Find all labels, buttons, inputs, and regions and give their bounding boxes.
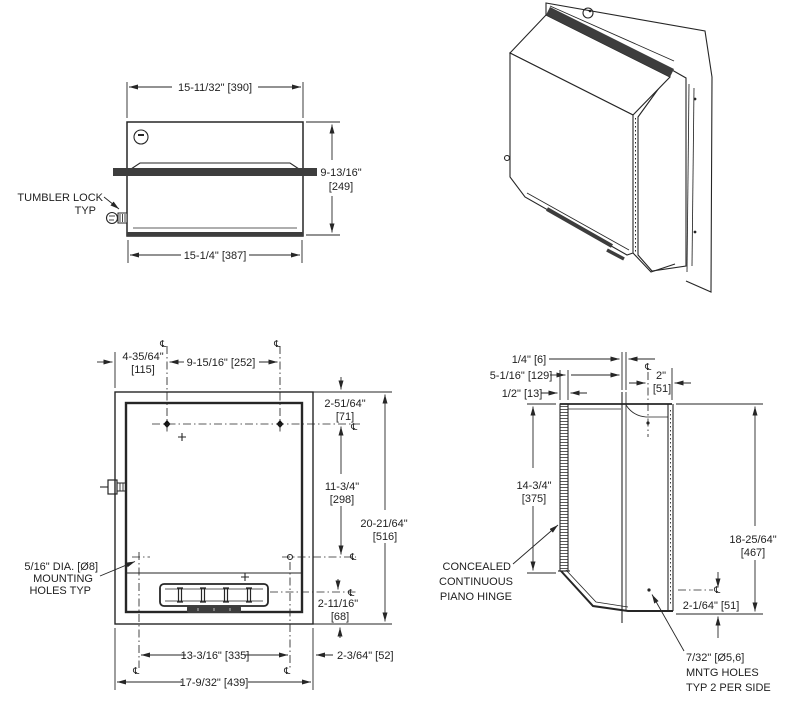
wall-flange [545,2,713,293]
dim-projection: 5-1/16" [129] [490,370,620,400]
side-centerlines: ℄ ℄ [644,362,721,596]
svg-text:[51]: [51] [653,383,671,395]
front-centerlines: ℄ ℄ ℄ ℄ ℄ ℄ ℄ [132,339,360,677]
svg-text:℄: ℄ [350,422,358,433]
dim-hole-vertical: 11-3/4" [298] [325,440,359,555]
dim-width-bottom: 15-1/4" [387] [127,240,303,263]
front-body [100,391,314,625]
svg-text:TYP: TYP [75,205,96,217]
svg-text:℄: ℄ [349,552,357,563]
svg-text:14-3/4": 14-3/4" [516,480,551,492]
svg-text:PIANO HINGE: PIANO HINGE [440,591,512,603]
side-mounting-hole-bottom [647,588,651,592]
dim-door-thickness: 1/2" [13] [502,388,587,400]
svg-text:[298]: [298] [330,494,354,506]
flange-screw-icon [693,97,697,101]
svg-text:2-11/16": 2-11/16" [318,598,358,610]
side-body [558,392,674,623]
door-latch [100,479,127,495]
svg-text:℄: ℄ [273,339,281,350]
svg-text:CONTINUOUS: CONTINUOUS [439,576,513,588]
svg-text:2": 2" [656,370,666,382]
dim-overall-height-side: 18-25/64" [467] [676,403,777,615]
towel-slot [546,207,613,248]
dim-left-offset: 4-35/64" [115] [97,351,164,388]
dim-overall-width: 17-9/32" [439] [114,628,314,690]
svg-text:4-35/64": 4-35/64" [122,351,163,363]
dim-hole-spacing: 9-15/16" [252] [169,357,278,369]
dim-bottom-spacing: 13-3/16" [335] [141,650,288,662]
svg-text:1/2" [13]: 1/2" [13] [502,388,543,400]
dispense-tray [159,583,269,607]
cabinet-box [503,7,687,273]
svg-text:[467]: [467] [741,547,765,559]
dim-door-height: 14-3/4" [375] [516,403,556,574]
svg-text:[516]: [516] [373,531,397,543]
svg-text:℄: ℄ [132,666,140,677]
towel-slot [606,248,625,261]
flange-bar [113,168,317,176]
dim-flange-thickness: 1/4" [6] [512,352,655,390]
svg-text:℄: ℄ [347,588,355,599]
svg-text:2-3/64" [52]: 2-3/64" [52] [337,650,394,662]
svg-text:9-15/16" [252]: 9-15/16" [252] [187,357,256,369]
svg-text:HOLES TYP: HOLES TYP [29,585,91,597]
svg-text:2-1/64" [51]: 2-1/64" [51] [683,600,740,612]
svg-text:2-51/64": 2-51/64" [324,398,365,410]
svg-text:TUMBLER LOCK: TUMBLER LOCK [17,192,103,204]
dim-text: [249] [329,181,353,193]
svg-text:℄: ℄ [713,585,721,596]
dim-text: 9-13/16" [320,167,361,179]
top-view-body [105,121,317,237]
key-icon [105,211,128,225]
svg-text:℄: ℄ [283,666,291,677]
dim-right-offset: 2-3/64" [52] [316,650,394,662]
dim-width-top: 15-11/32" [390] [126,82,304,118]
side-section-view: ℄ ℄ 1/4" [6] 5-1/16" [129] 1/2" [13] 2" [439,352,777,694]
svg-text:[375]: [375] [522,493,546,505]
dim-overall-height: 20-21/64" [516] [360,394,408,622]
flange-screw-icon [693,230,697,234]
dim-depth: 9-13/16" [249] [306,121,362,236]
svg-text:CONCEALED: CONCEALED [443,561,512,573]
dim-tray-offset: 2-11/16" [68] [313,579,392,638]
svg-text:[68]: [68] [331,611,349,623]
svg-text:℄: ℄ [159,339,167,350]
dim-text: 15-11/32" [390] [178,82,252,94]
mounting-holes-label: 5/16" DIA. [Ø8] MOUNTING HOLES TYP [24,561,136,597]
lock-cylinder-icon [582,7,594,19]
center-mark [241,573,249,581]
svg-text:20-21/64": 20-21/64" [360,518,407,530]
piano-hinge-strip [559,403,569,572]
isometric-view [503,2,713,293]
top-view: 15-11/32" [390] 9-13/16" [249] 15-1/4" [… [17,82,362,263]
svg-text:℄: ℄ [644,362,652,373]
svg-text:7/32" [Ø5,6]: 7/32" [Ø5,6] [686,652,744,664]
svg-text:1/4" [6]: 1/4" [6] [512,354,546,366]
piano-hinge-label: CONCEALED CONTINUOUS PIANO HINGE [439,524,559,603]
svg-text:MOUNTING: MOUNTING [33,573,93,585]
svg-text:[115]: [115] [131,364,155,376]
mntg-holes-label: 7/32" [Ø5,6] MNTG HOLES TYP 2 PER SIDE [651,594,771,694]
svg-text:18-25/64": 18-25/64" [729,534,776,546]
svg-text:[71]: [71] [336,411,354,423]
svg-text:5/16" DIA. [Ø8]: 5/16" DIA. [Ø8] [24,561,98,573]
tumbler-lock-label: TUMBLER LOCK TYP [17,192,120,217]
tray-slots [177,587,252,603]
svg-text:13-3/16" [335]: 13-3/16" [335] [181,650,250,662]
dim-text: 15-1/4" [387] [184,250,247,262]
dim-top-offset: 2-51/64" [71] [313,377,392,440]
svg-text:17-9/32" [439]: 17-9/32" [439] [180,677,249,689]
svg-text:TYP 2 PER SIDE: TYP 2 PER SIDE [686,682,771,694]
svg-text:11-3/4": 11-3/4" [325,481,359,493]
svg-text:MNTG HOLES: MNTG HOLES [686,667,759,679]
lock-cylinder-icon [133,129,149,145]
dim-bottom-hole: 2-1/64" [51] [683,572,740,638]
center-mark [178,433,186,441]
front-elevation-view: ℄ ℄ ℄ ℄ ℄ ℄ ℄ 4-35/64" [115] 9-15/16" [2… [24,339,408,690]
dim-hole-from-back: 2" [51] [629,368,691,400]
svg-text:5-1/16" [129]: 5-1/16" [129] [490,370,553,382]
latch-icon [503,154,511,162]
